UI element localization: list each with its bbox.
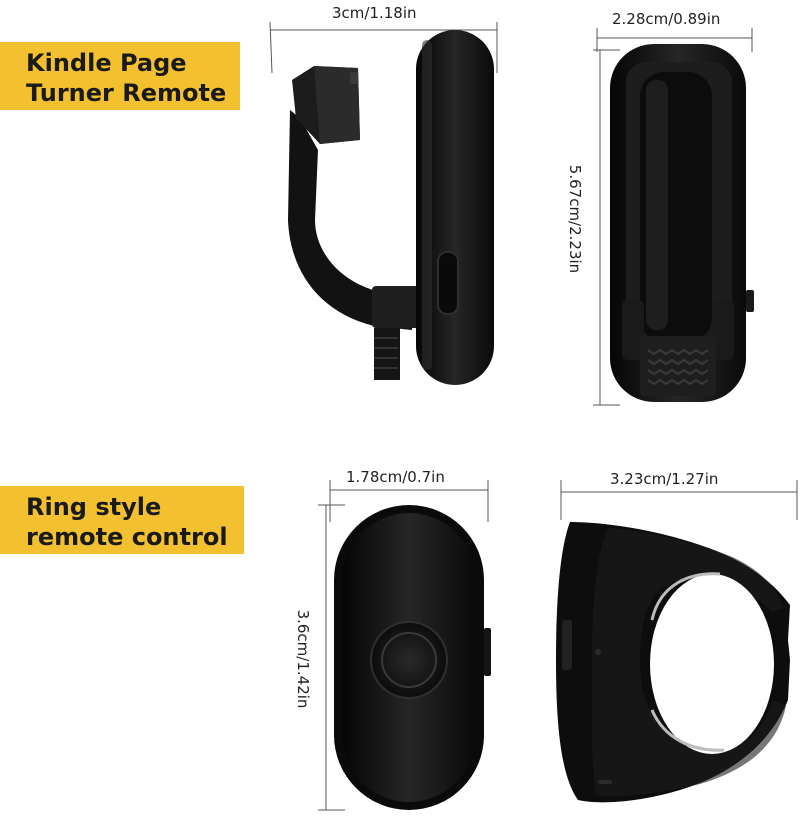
kindle-remote-side-view [288, 30, 494, 385]
ring-front-width-label: 1.78cm/0.7in [346, 468, 445, 486]
dimension-lines [269, 21, 798, 811]
ring-remote-side-view [556, 522, 790, 803]
kindle-tag-line1: Kindle Page [26, 49, 187, 77]
ring-tag-line2: remote control [26, 523, 228, 551]
kindle-side-width-label: 3cm/1.18in [332, 4, 417, 22]
ring-side-width-label: 3.23cm/1.27in [610, 470, 719, 488]
ring-remote-front-view [334, 505, 491, 810]
kindle-remote-tag: Kindle Page Turner Remote [0, 42, 240, 110]
kindle-remote-back-view [610, 44, 754, 402]
ring-tag-line1: Ring style [26, 493, 162, 521]
kindle-back-width-label: 2.28cm/0.89in [612, 10, 721, 28]
kindle-tag-line2: Turner Remote [26, 79, 227, 107]
ring-remote-tag: Ring style remote control [0, 486, 244, 554]
